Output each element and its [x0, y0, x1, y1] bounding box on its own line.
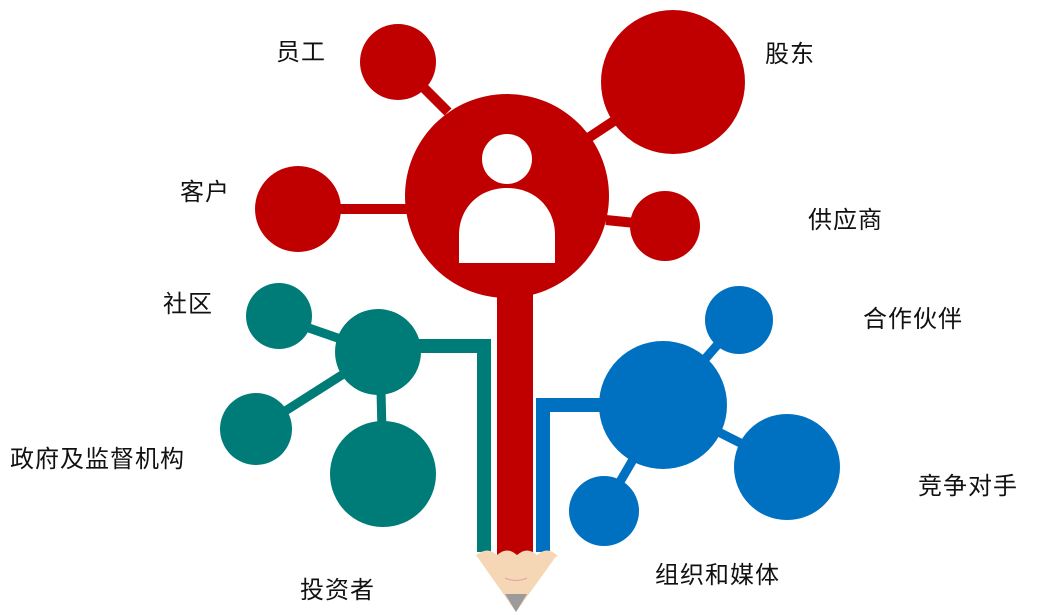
label-competitor: 竞争对手 [918, 472, 1018, 500]
node-partner [705, 286, 773, 354]
node-customer [255, 166, 341, 252]
node-shareholder [601, 10, 745, 154]
label-media: 组织和媒体 [655, 561, 780, 589]
hub-teal [335, 309, 421, 395]
blue-stem [536, 398, 620, 552]
label-supplier: 供应商 [808, 206, 883, 234]
red-cluster [255, 10, 745, 298]
label-government: 政府及监督机构 [10, 445, 185, 473]
pencil-graphite [505, 594, 527, 612]
node-government [220, 393, 292, 465]
node-employee [360, 24, 436, 100]
label-investor: 投资者 [300, 576, 375, 604]
label-employee: 员工 [276, 38, 326, 66]
pencil-trunk [475, 285, 559, 612]
label-customer: 客户 [180, 178, 230, 206]
pencil-wood-line [504, 577, 528, 581]
node-competitor [734, 414, 840, 520]
label-shareholder: 股东 [765, 40, 815, 68]
node-community [246, 283, 312, 349]
label-community: 社区 [163, 290, 213, 318]
node-investor [330, 421, 436, 527]
trunk-shaft [497, 285, 533, 558]
teal-cluster [220, 283, 491, 552]
node-supplier [630, 191, 700, 261]
node-media [569, 476, 639, 546]
blue-cluster [536, 286, 840, 552]
person-icon [459, 134, 555, 263]
label-partner: 合作伙伴 [863, 305, 963, 333]
hub-blue [599, 341, 727, 469]
pencil-tip-icon [476, 551, 557, 612]
